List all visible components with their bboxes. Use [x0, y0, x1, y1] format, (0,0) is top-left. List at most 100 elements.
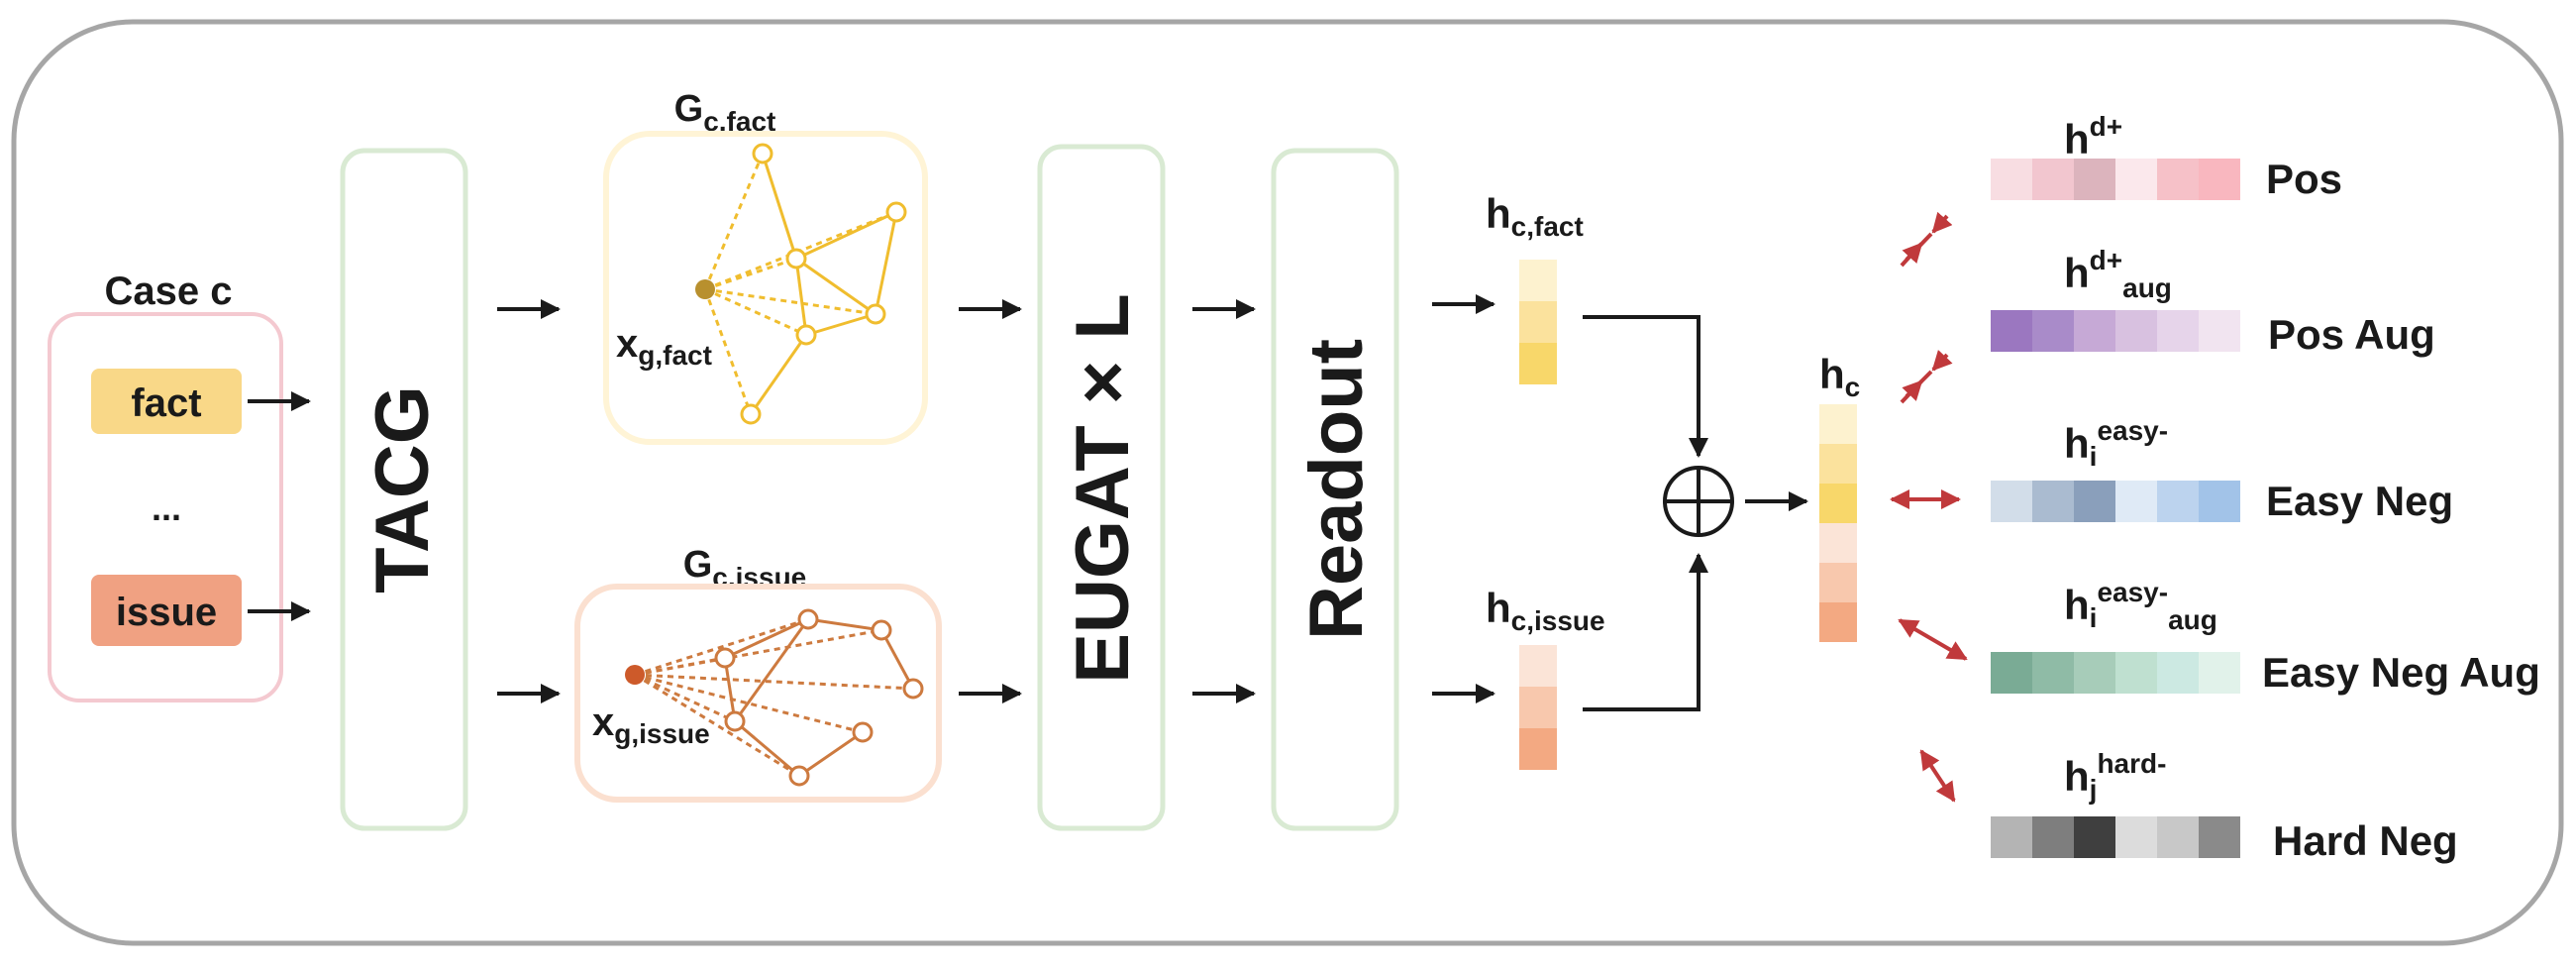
sample-symbol: hjhard- — [2064, 748, 2166, 805]
fact-graph-node — [740, 403, 762, 425]
sample-cell — [2074, 652, 2115, 694]
sample-cell — [2115, 310, 2157, 352]
fact-box — [91, 369, 242, 434]
sample-cell — [2032, 481, 2074, 522]
h-c-cell — [1819, 602, 1857, 642]
sample-cell — [1991, 310, 2032, 352]
sample-symbol: hd+ — [2064, 111, 2122, 162]
sample-cell — [2199, 652, 2240, 694]
issue-graph-node — [714, 647, 736, 669]
outer-frame — [11, 19, 2564, 946]
sample-cell — [2199, 310, 2240, 352]
push-arrow-hard-neg — [1919, 749, 1956, 803]
issue-graph-node — [724, 710, 746, 732]
fact-graph-box — [603, 131, 928, 445]
tacg-label: TACG — [361, 385, 445, 594]
h-fact-cell — [1519, 343, 1557, 384]
fact-graph-node — [785, 248, 807, 270]
issue-graph — [634, 608, 924, 787]
sample-cell — [2157, 481, 2199, 522]
sample-cell — [2032, 816, 2074, 858]
sample-row-pos: hd+ Pos — [1991, 111, 2342, 202]
h-c-cell — [1819, 404, 1857, 444]
sample-cell — [2032, 652, 2074, 694]
case-ellipsis: ... — [152, 487, 181, 528]
sample-label: Hard Neg — [2273, 817, 2458, 864]
issue-graph-node — [797, 608, 819, 630]
sample-row-easy-neg: hieasy-Easy Neg — [1991, 415, 2453, 524]
sample-cell — [2199, 816, 2240, 858]
sample-label: Easy Neg Aug — [2262, 649, 2540, 696]
pull-arrow-pos — [1900, 211, 1953, 268]
issue-graph-node — [788, 765, 810, 787]
fact-global-node — [695, 279, 715, 299]
contrast-arrows — [1890, 211, 1968, 803]
sample-cell — [2199, 159, 2240, 200]
readout-module — [1271, 148, 1399, 831]
sample-cell — [2157, 159, 2199, 200]
issue-graph-node — [871, 619, 892, 641]
issue-box — [91, 575, 242, 646]
sample-cell — [1991, 481, 2032, 522]
sample-label: Easy Neg — [2266, 478, 2453, 524]
eugat-module — [1037, 144, 1166, 831]
sample-cell — [2199, 481, 2240, 522]
issue-global-node-label: xg,issue — [592, 701, 710, 749]
h-issue-cell — [1519, 728, 1557, 770]
issue-label: issue — [116, 591, 217, 634]
push-arrow-easy-neg-aug — [1898, 618, 1968, 661]
h-c-cell — [1819, 484, 1857, 523]
sample-cell — [2074, 310, 2115, 352]
readout-label: Readout — [1294, 339, 1379, 640]
h-issue-cell — [1519, 645, 1557, 687]
h-c-label: hc — [1819, 351, 1860, 402]
fact-graph-node — [752, 143, 773, 164]
sample-cell — [2157, 652, 2199, 694]
h-issue-label: hc,issue — [1486, 585, 1605, 636]
sample-cell — [2115, 481, 2157, 522]
sample-symbol: hd+aug — [2064, 245, 2172, 303]
h-fact-cell — [1519, 260, 1557, 301]
sample-cell — [2115, 652, 2157, 694]
h-c-vector — [1819, 404, 1857, 642]
fact-graph-node — [885, 201, 907, 223]
h-issue-cell — [1519, 687, 1557, 728]
h-c-cell — [1819, 444, 1857, 484]
fact-graph-title: Gc,fact — [674, 88, 776, 137]
issue-graph-node — [852, 721, 874, 743]
sample-label: Pos Aug — [2268, 311, 2435, 358]
pull-arrow-pos-aug — [1900, 350, 1953, 404]
issue-graph-node — [902, 678, 924, 700]
sample-cell — [1991, 159, 2032, 200]
h-fact-cell — [1519, 301, 1557, 343]
eugat-label: EUGAT × L — [1061, 293, 1145, 683]
sample-cell — [2157, 310, 2199, 352]
sample-cell — [1991, 816, 2032, 858]
sample-cell — [2115, 159, 2157, 200]
connector-fact-oplus — [1583, 315, 1708, 458]
sample-label: Pos — [2266, 156, 2342, 202]
sample-cell — [2115, 816, 2157, 858]
sample-cell — [1991, 652, 2032, 694]
fact-label: fact — [131, 381, 201, 425]
sample-cell — [2074, 481, 2115, 522]
h-c-cell — [1819, 523, 1857, 563]
case-title: Case c — [105, 270, 233, 313]
sample-row-hard-neg: hjhard- Hard Neg — [1991, 748, 2458, 864]
connector-issue-oplus — [1583, 553, 1708, 711]
issue-graph-box — [574, 584, 942, 803]
fact-graph — [703, 143, 907, 425]
h-issue-vector — [1519, 645, 1557, 770]
sample-cell — [2032, 310, 2074, 352]
sample-cell — [2074, 159, 2115, 200]
sample-cell — [2157, 816, 2199, 858]
fact-graph-node — [795, 324, 817, 346]
sample-cell — [2032, 159, 2074, 200]
h-fact-label: hc,fact — [1486, 190, 1584, 242]
tacg-module — [340, 148, 468, 831]
issue-global-node — [625, 665, 645, 685]
